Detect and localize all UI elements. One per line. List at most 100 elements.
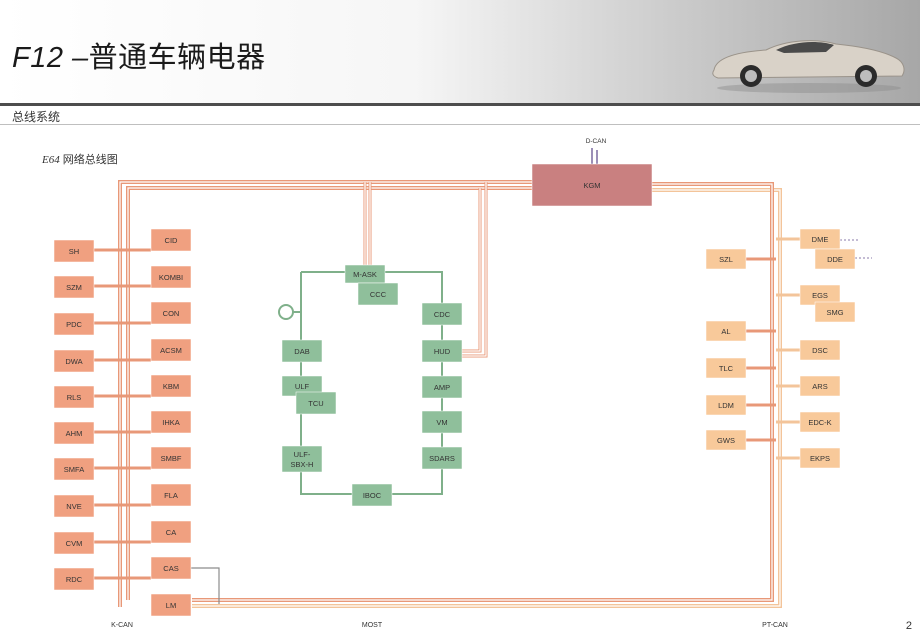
module-ccc-label: CCC [370, 290, 387, 299]
module-acsm: ACSM [150, 338, 192, 362]
module-smbf: SMBF [150, 446, 192, 470]
title-prefix: F12 [12, 42, 64, 74]
title-sep: – [63, 42, 89, 74]
module-amp: AMP [421, 375, 463, 399]
module-sdars: SDARS [421, 446, 463, 470]
car-image [712, 40, 905, 93]
module-dde: DDE [814, 248, 856, 270]
module-ldm: LDM [705, 394, 747, 416]
module-cvm: CVM [53, 531, 95, 555]
most-ring [300, 271, 443, 495]
module-edc-k-label: EDC-K [808, 418, 831, 427]
module-dme-label: DME [812, 235, 829, 244]
kcan-inner-trunk [126, 186, 532, 600]
module-kgm: KGM [531, 163, 653, 207]
diagram-label: E64 网络总线图 [42, 151, 118, 167]
module-con: CON [150, 301, 192, 325]
module-al-label: AL [721, 327, 730, 336]
module-edc-k: EDC-K [799, 411, 841, 433]
module-dab-label: DAB [294, 347, 309, 356]
page-title: F12 –普通车辆电器 [12, 34, 266, 76]
kcan-to-hud [462, 188, 482, 353]
module-pdc-label: PDC [66, 320, 82, 329]
module-ca: CA [150, 520, 192, 544]
module-tlc-label: TLC [719, 364, 734, 373]
module-ahm: AHM [53, 421, 95, 445]
diagram-code: E64 [42, 154, 60, 166]
cas-link [191, 567, 220, 604]
module-szl: SZL [705, 248, 747, 270]
header-rule [0, 103, 920, 106]
module-ldm-label: LDM [718, 401, 734, 410]
module-ars-label: ARS [812, 382, 827, 391]
most-bottom-line [192, 182, 774, 602]
module-ars: ARS [799, 375, 841, 397]
module-al: AL [705, 320, 747, 342]
module-dsc-label: DSC [812, 346, 828, 355]
module-gws-label: GWS [717, 436, 735, 445]
module-kombi: KOMBI [150, 265, 192, 289]
module-hud: HUD [421, 339, 463, 363]
module-kbm: KBM [150, 374, 192, 398]
label-kcan: K-CAN [111, 622, 133, 629]
module-cid-label: CID [165, 236, 179, 245]
module-cid: CID [150, 228, 192, 252]
bus-labels: D-CAN K-CAN MOST PT-CAN [111, 138, 788, 629]
module-ulf-sbx-h-label: ULF- [294, 450, 311, 459]
module-ulf-sbx-h: ULF-SBX-H [281, 445, 323, 473]
module-cas: CAS [150, 556, 192, 580]
module-ahm-label: AHM [66, 429, 83, 438]
module-cdc-label: CDC [434, 310, 451, 319]
module-ihka-label: IHKA [162, 418, 180, 427]
most-loop [278, 304, 294, 320]
module-fla-label: FLA [164, 491, 178, 500]
module-con-label: CON [163, 309, 180, 318]
label-dcan: D-CAN [586, 138, 607, 145]
module-kbm-label: KBM [163, 382, 179, 391]
module-fla: FLA [150, 483, 192, 507]
page-number: 2 [905, 620, 912, 632]
module-sh: SH [53, 239, 95, 263]
title-main: 普通车辆电器 [88, 42, 266, 74]
module-sdars-label: SDARS [429, 454, 455, 463]
label-ptcan: PT-CAN [762, 622, 788, 629]
module-rls: RLS [53, 385, 95, 409]
module-vm: VM [421, 410, 463, 434]
module-smg-label: SMG [826, 308, 843, 317]
module-acsm-label: ACSM [160, 346, 182, 355]
module-iboc: IBOC [351, 483, 393, 507]
module-ihka: IHKA [150, 410, 192, 434]
module-smg: SMG [814, 301, 856, 323]
module-ekps: EKPS [799, 447, 841, 469]
modules: SH SZM PDC DWA RLS AHM SMFA NVE CVM RDC CID KOMBI CO… [53, 163, 856, 617]
module-ulf-sbx-h-label: SBX-H [291, 460, 314, 469]
label-most: MOST [362, 622, 383, 629]
module-dwa: DWA [53, 349, 95, 373]
ptcan-outer-trunk [192, 188, 782, 608]
module-smfa: SMFA [53, 457, 95, 481]
module-cas-label: CAS [163, 564, 178, 573]
module-m-ask: M-ASK [344, 264, 386, 284]
module-tcu: TCU [295, 391, 337, 415]
module-dab: DAB [281, 339, 323, 363]
module-dsc: DSC [799, 339, 841, 361]
module-tlc: TLC [705, 357, 747, 379]
module-szm-label: SZM [66, 283, 82, 292]
module-iboc-label: IBOC [363, 491, 382, 500]
section-subtitle: 总线系统 [12, 110, 61, 124]
module-pdc: PDC [53, 312, 95, 336]
module-ca-label: CA [166, 528, 176, 537]
module-lm-label: LM [166, 601, 176, 610]
subtitle-rule [0, 124, 920, 125]
module-nve: NVE [53, 494, 95, 518]
module-hud-label: HUD [434, 347, 451, 356]
module-rdc: RDC [53, 567, 95, 591]
module-egs-label: EGS [812, 291, 828, 300]
module-gws: GWS [705, 429, 747, 451]
module-tcu-label: TCU [308, 399, 323, 408]
module-ccc: CCC [357, 282, 399, 306]
module-ekps-label: EKPS [810, 454, 830, 463]
module-dme: DME [799, 228, 841, 250]
module-vm-label: VM [436, 418, 447, 427]
